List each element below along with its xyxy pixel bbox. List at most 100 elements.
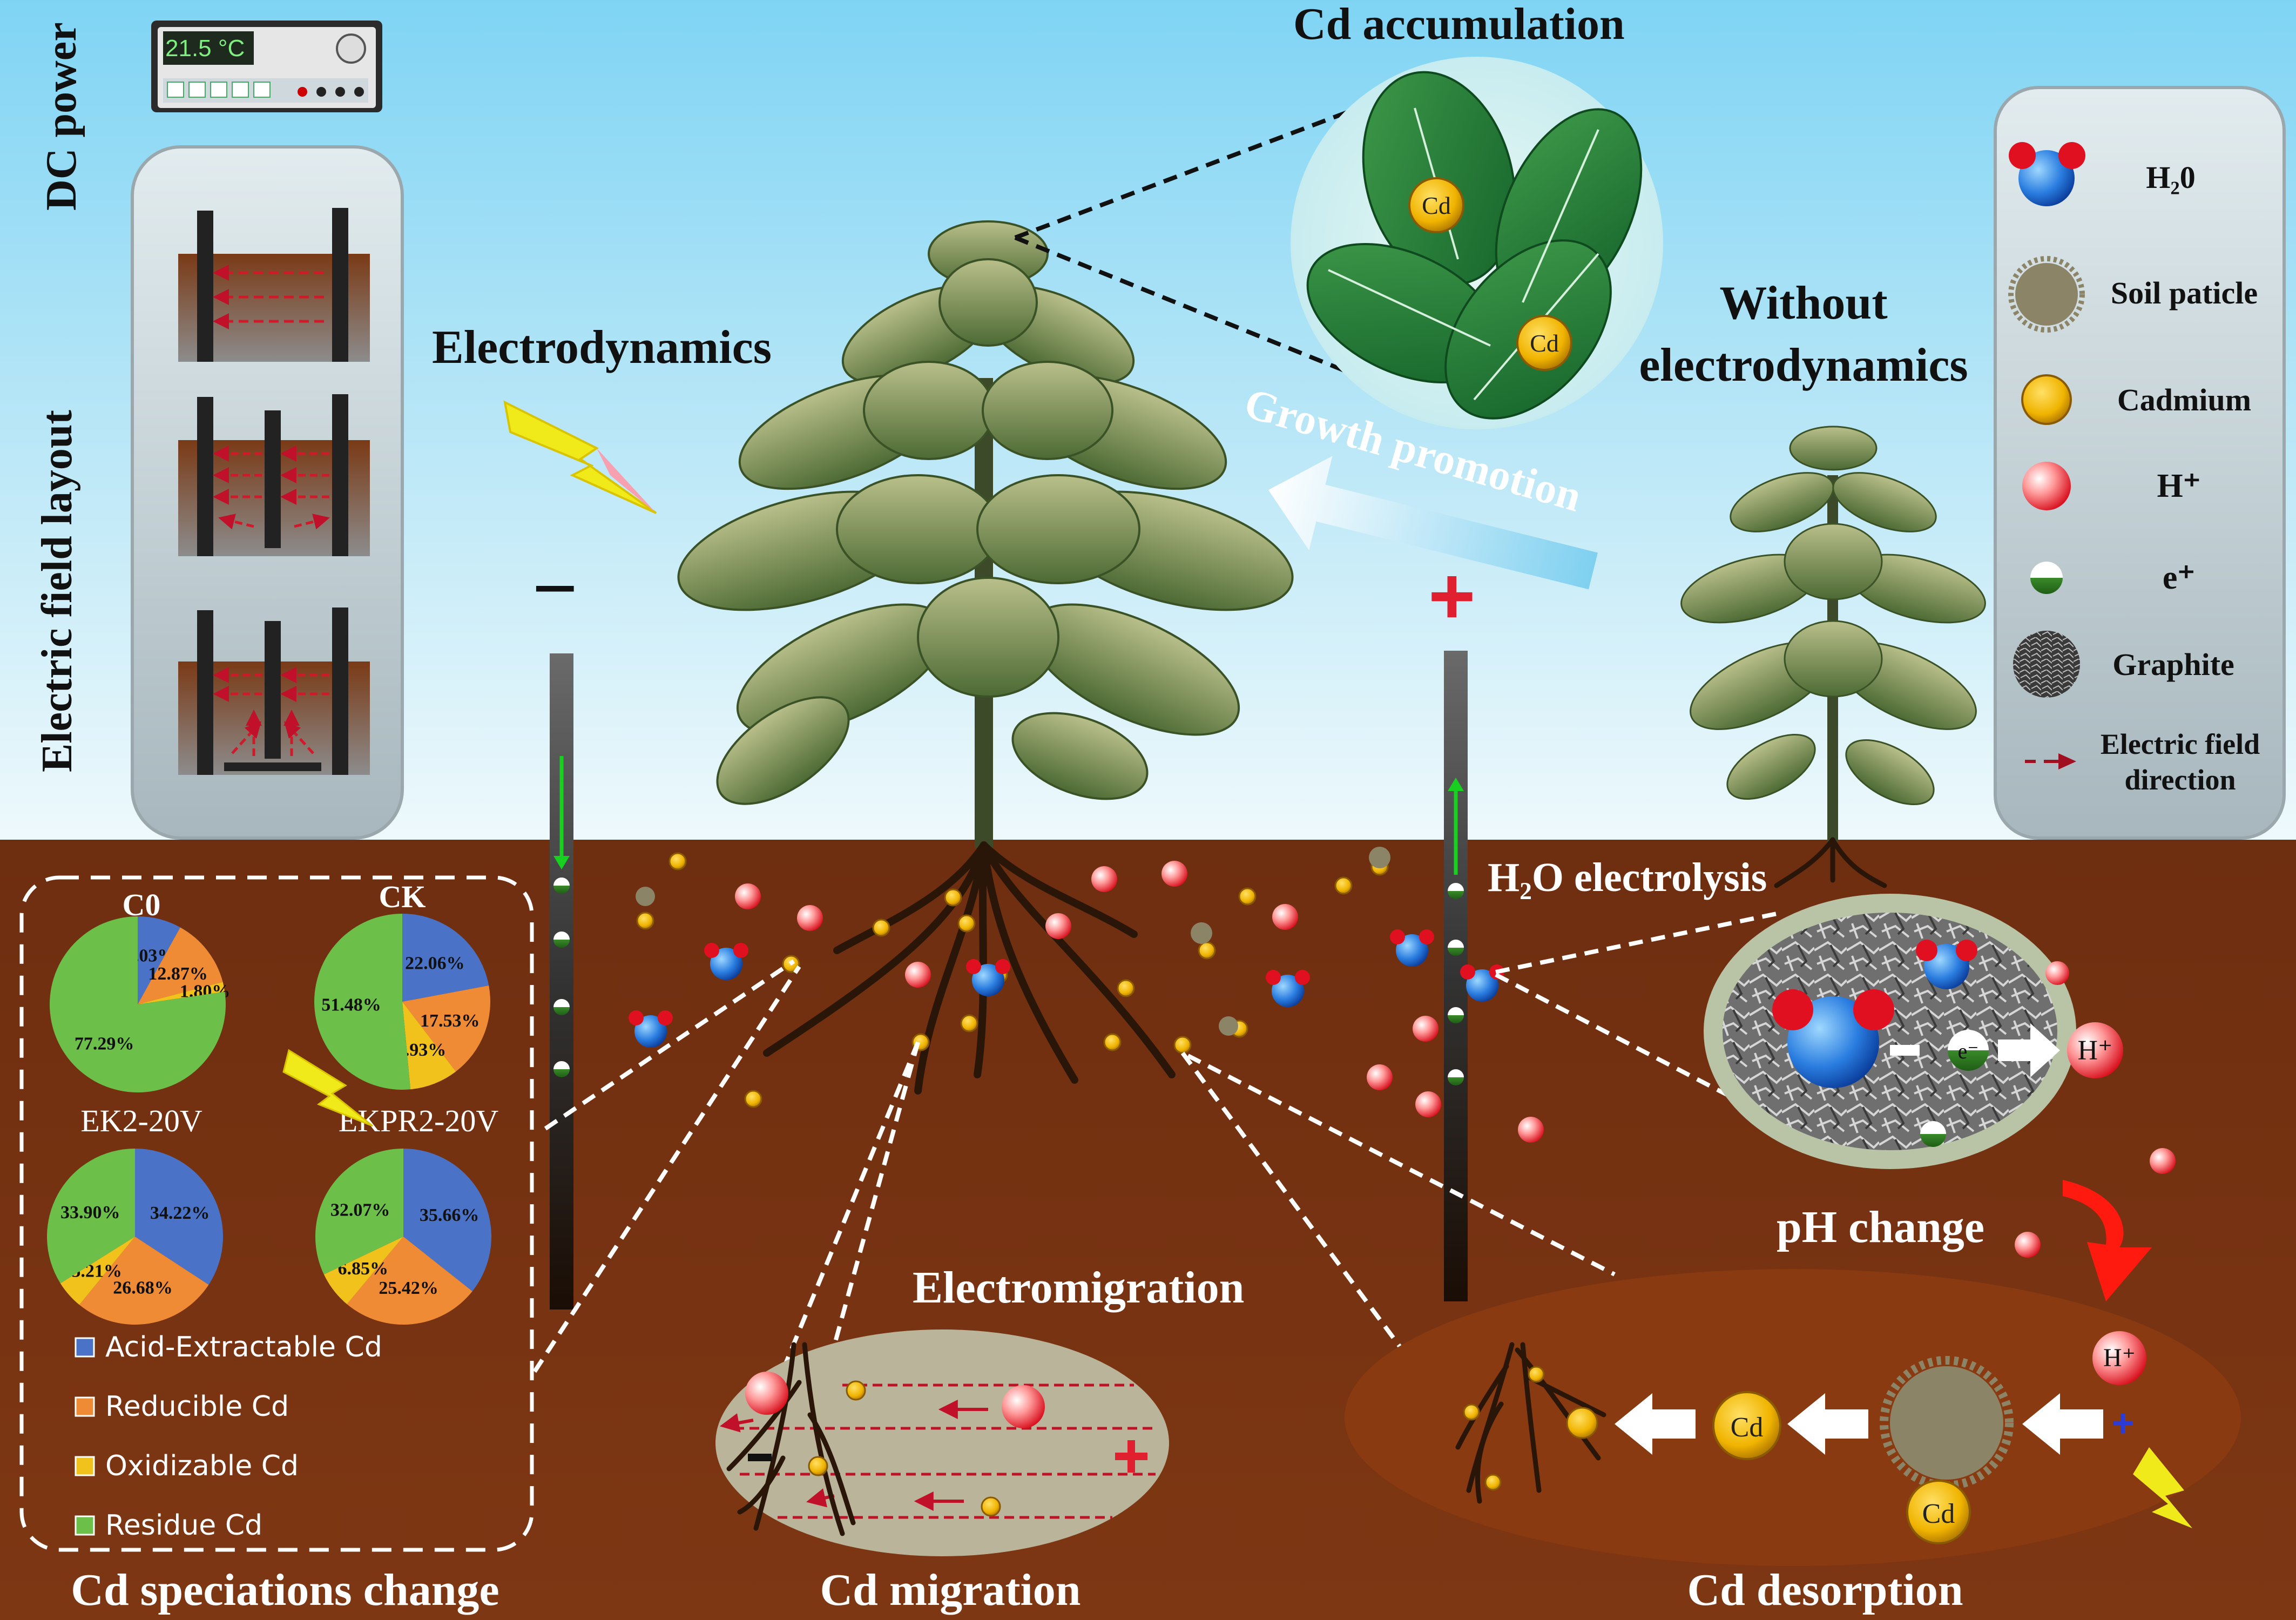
pie-2-slice-acid	[135, 1149, 223, 1285]
pie-3-slice-oxidizable	[323, 1237, 403, 1305]
dc-power-reading: 21.5 °C	[165, 35, 245, 62]
pie-0-slice-reducible	[138, 927, 223, 1004]
desorption-zoom-lines	[1180, 1051, 1616, 1398]
migration-ellipse	[715, 1329, 1169, 1556]
dc-power-supply: 21.5 °C	[151, 21, 382, 112]
growth-promotion-arrow	[1268, 456, 1598, 590]
pie-0-label-residue: 77.29%	[75, 1034, 134, 1054]
layout-2-pot	[178, 394, 370, 556]
legend-label-efield-wrap: Electric field direction	[2100, 728, 2260, 796]
sem-water-molecule-large	[1772, 989, 1894, 1088]
ph-change-label: pH change	[1777, 1202, 1984, 1252]
migration-minus-sign	[748, 1454, 772, 1461]
legend-label-h-plus: H⁺	[2157, 468, 2201, 504]
layout-3-pot	[178, 608, 370, 775]
pie-0-slice-residue	[50, 916, 226, 1092]
cd-ion-leaf-1: Cd	[1408, 177, 1464, 233]
sem-arrow	[1998, 1023, 2060, 1077]
desorption-plus-sign: +	[2111, 1402, 2134, 1445]
legend-electric-field-arrow-icon	[2025, 753, 2076, 770]
legend-swatch-residue	[75, 1515, 95, 1536]
desorption-cd-ion-2: Cd	[1906, 1480, 1971, 1544]
soil-particle-specks	[636, 847, 1390, 1036]
pie-3-slice-acid	[403, 1149, 491, 1292]
desorption-lightning-icon	[2133, 1447, 2192, 1528]
desorption-root-cd-ions	[1463, 1366, 1598, 1491]
ph-change-red-arrow	[2063, 1180, 2152, 1301]
migration-plus-sign	[1115, 1440, 1147, 1473]
dc-power-display	[163, 31, 254, 65]
desorption-cd-ion-1: Cd	[1712, 1391, 1781, 1460]
legend-label-electric-field: Electric field direction	[2100, 728, 2260, 796]
soil-water-molecules	[629, 929, 1504, 1048]
electromigration-label: Electromigration	[913, 1263, 1244, 1313]
pie-2-slice-residue	[47, 1149, 135, 1284]
cathode-electron-arrow	[553, 756, 570, 869]
cd-migration-title: Cd migration	[820, 1565, 1081, 1615]
pie-title-ck: CK	[379, 879, 426, 914]
speciation-title: Cd speciations change	[71, 1565, 499, 1615]
electrolysis-sem-ellipse: e⁻ H⁺	[1704, 894, 2123, 1169]
legend-text-reducible: Reducible Cd	[105, 1390, 289, 1423]
svg-text:Cd: Cd	[1731, 1412, 1764, 1443]
main-plant	[677, 220, 1294, 848]
lightning-bolt-icon	[503, 400, 657, 514]
soil-ions	[629, 847, 2176, 1258]
svg-text:H⁺: H⁺	[2078, 1035, 2113, 1066]
soil-h-plus-ions	[735, 861, 2176, 1258]
legend-label-graphite: Graphite	[2112, 647, 2234, 682]
pie-0-slice-acid	[138, 916, 180, 1004]
electric-field-layout-panel	[131, 145, 404, 840]
legend-panel: H₂0 Soil paticle Cadmium H⁺ e⁺ Graphite …	[1994, 86, 2286, 840]
migration-h-plus-2	[1002, 1385, 1045, 1428]
h2o-electrolysis-label: H₂O electrolysis	[1488, 855, 1767, 900]
pie-3-label-reducible: 25.42%	[379, 1278, 438, 1298]
legend-h-plus-icon	[2022, 462, 2071, 510]
pie-2-label-acid: 34.22%	[150, 1203, 210, 1223]
desorption-ellipse: Cd Cd H⁺ +	[1345, 1269, 2241, 1566]
speciation-lightning-icon	[282, 1049, 373, 1127]
legend-soil-particle-icon	[2008, 256, 2085, 333]
speciation-zoom-lines	[532, 959, 801, 1373]
legend-graphite-icon	[2013, 631, 2080, 698]
legend-cadmium-icon	[2021, 374, 2072, 425]
svg-text:Cd: Cd	[1922, 1498, 1955, 1529]
legend-swatch-acid	[75, 1337, 95, 1358]
pie-1-label-residue: 51.48%	[321, 995, 381, 1015]
pie-0-label-reducible: 12.87%	[148, 964, 208, 984]
svg-text:e⁻: e⁻	[1958, 1039, 1979, 1063]
electrolysis-zoom-lines	[1495, 910, 1783, 1125]
electrodynamics-label: Electrodynamics	[432, 321, 772, 374]
pie-1-slice-oxidizable	[402, 1002, 456, 1090]
cd-accumulation-label: Cd accumulation	[1293, 0, 1625, 49]
control-plant-roots	[1774, 837, 1887, 888]
cd-ion-leaf-2: Cd	[1516, 315, 1572, 371]
legend-water-molecule-icon	[2009, 142, 2085, 206]
dc-power-label: DC power	[38, 22, 85, 211]
sem-electron: e⁻	[1948, 1030, 1989, 1071]
pie-1-slice-acid	[402, 914, 489, 1002]
cathode-electrons	[553, 878, 570, 1077]
sem-water-molecule-small	[1916, 940, 1977, 989]
svg-text:Cd: Cd	[1422, 192, 1451, 219]
pie-1-label-acid: 22.06%	[405, 953, 465, 973]
migration-cd-ions	[808, 1380, 1001, 1517]
pie-2-label-residue: 33.90%	[60, 1203, 120, 1223]
pie-0-slice-oxidizable	[138, 982, 225, 1004]
svg-text:H⁺: H⁺	[2103, 1344, 2136, 1372]
pie-3-slice-residue	[315, 1149, 403, 1275]
pie-title-ek2-20v: EK2-20V	[80, 1103, 202, 1138]
speciation-legend: Acid-Extractable Cd Reducible Cd Oxidiza…	[75, 1331, 382, 1542]
legend-label-cadmium: Cadmium	[2117, 382, 2251, 417]
pie-3-slice-reducible	[347, 1237, 472, 1325]
legend-text-acid: Acid-Extractable Cd	[105, 1331, 382, 1364]
legend-swatch-reducible	[75, 1396, 95, 1417]
migration-zoom-lines	[784, 1041, 920, 1365]
without-electrodynamics-line1: Without	[1719, 277, 1887, 329]
pie-3-label-residue: 32.07%	[330, 1200, 390, 1220]
pie-2-slice-oxidizable	[60, 1237, 135, 1305]
pie-3-label-acid: 35.66%	[420, 1205, 480, 1225]
electric-field-layout-label: Electric field layout	[33, 410, 81, 772]
layout-1-pot	[178, 208, 370, 362]
